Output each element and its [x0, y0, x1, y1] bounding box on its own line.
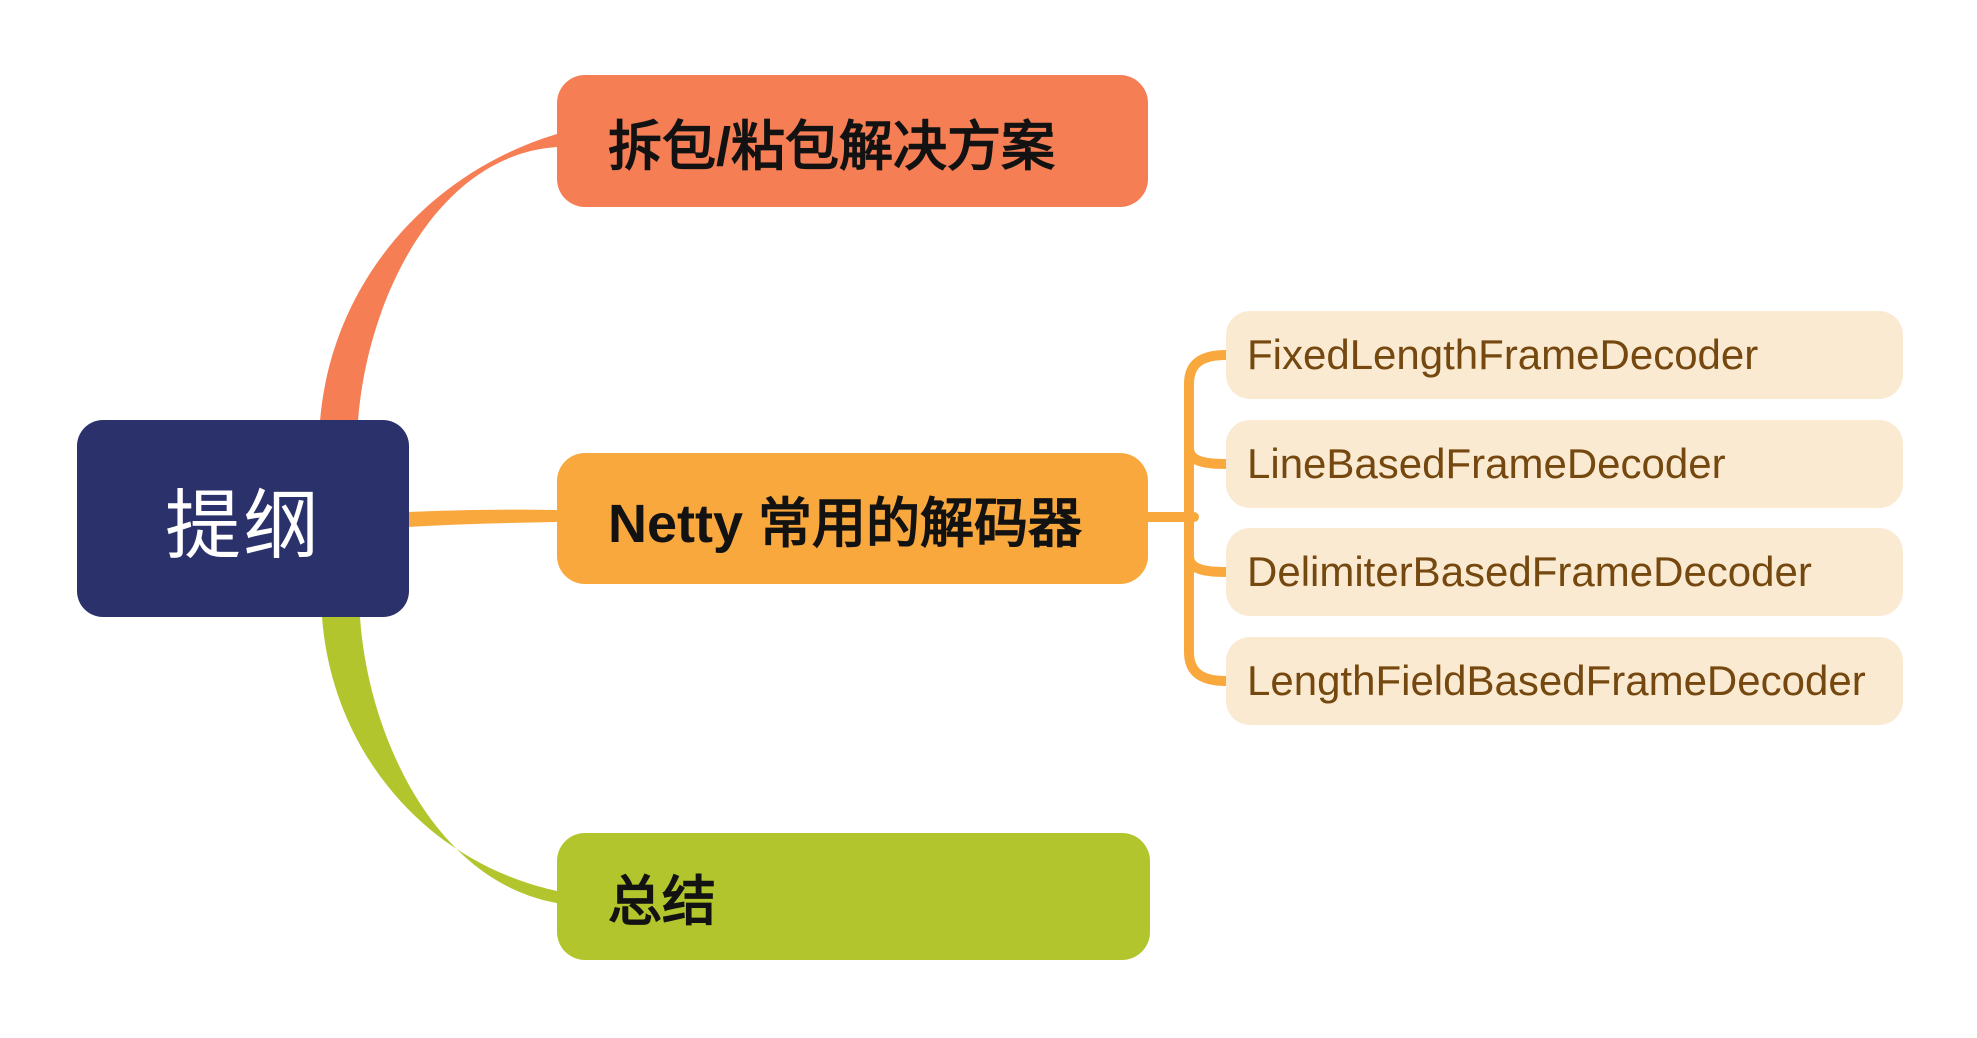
branch-node-label: 拆包/粘包解决方案 [608, 116, 1056, 177]
branch-node-unpack-sticky-solutions[interactable]: 拆包/粘包解决方案 [557, 75, 1148, 207]
child-node-lengthfieldbasedframedecoder[interactable]: LengthFieldBasedFrameDecoder [1226, 637, 1903, 725]
child-node-fixedlengthframedecoder[interactable]: FixedLengthFrameDecoder [1226, 311, 1903, 399]
root-node-label: 提纲 [165, 483, 321, 569]
connector-mid-to-children [1143, 350, 1231, 686]
child-node-delimiterbasedframedecoder[interactable]: DelimiterBasedFrameDecoder [1226, 528, 1903, 616]
branch-node-label: Netty 常用的解码器 [608, 494, 1083, 554]
child-node-linebasedframedecoder[interactable]: LineBasedFrameDecoder [1226, 420, 1903, 508]
branch-node-summary[interactable]: 总结 [557, 833, 1150, 960]
child-node-label: LengthFieldBasedFrameDecoder [1247, 657, 1866, 704]
connector-root-to-mid [408, 509, 557, 527]
connector-root-to-bottom [322, 617, 557, 903]
bracket-stub-child-2 [1184, 443, 1231, 469]
child-node-label: DelimiterBasedFrameDecoder [1247, 548, 1812, 595]
bracket-spine [1184, 350, 1231, 686]
connector-root-to-top [320, 134, 557, 421]
root-node[interactable]: 提纲 [77, 420, 409, 617]
branch-node-label: 总结 [608, 872, 716, 932]
bracket-stub-child-3 [1184, 551, 1231, 577]
branch-node-netty-decoders[interactable]: Netty 常用的解码器 [557, 453, 1148, 584]
child-node-label: LineBasedFrameDecoder [1247, 440, 1726, 487]
child-node-label: FixedLengthFrameDecoder [1247, 331, 1759, 378]
